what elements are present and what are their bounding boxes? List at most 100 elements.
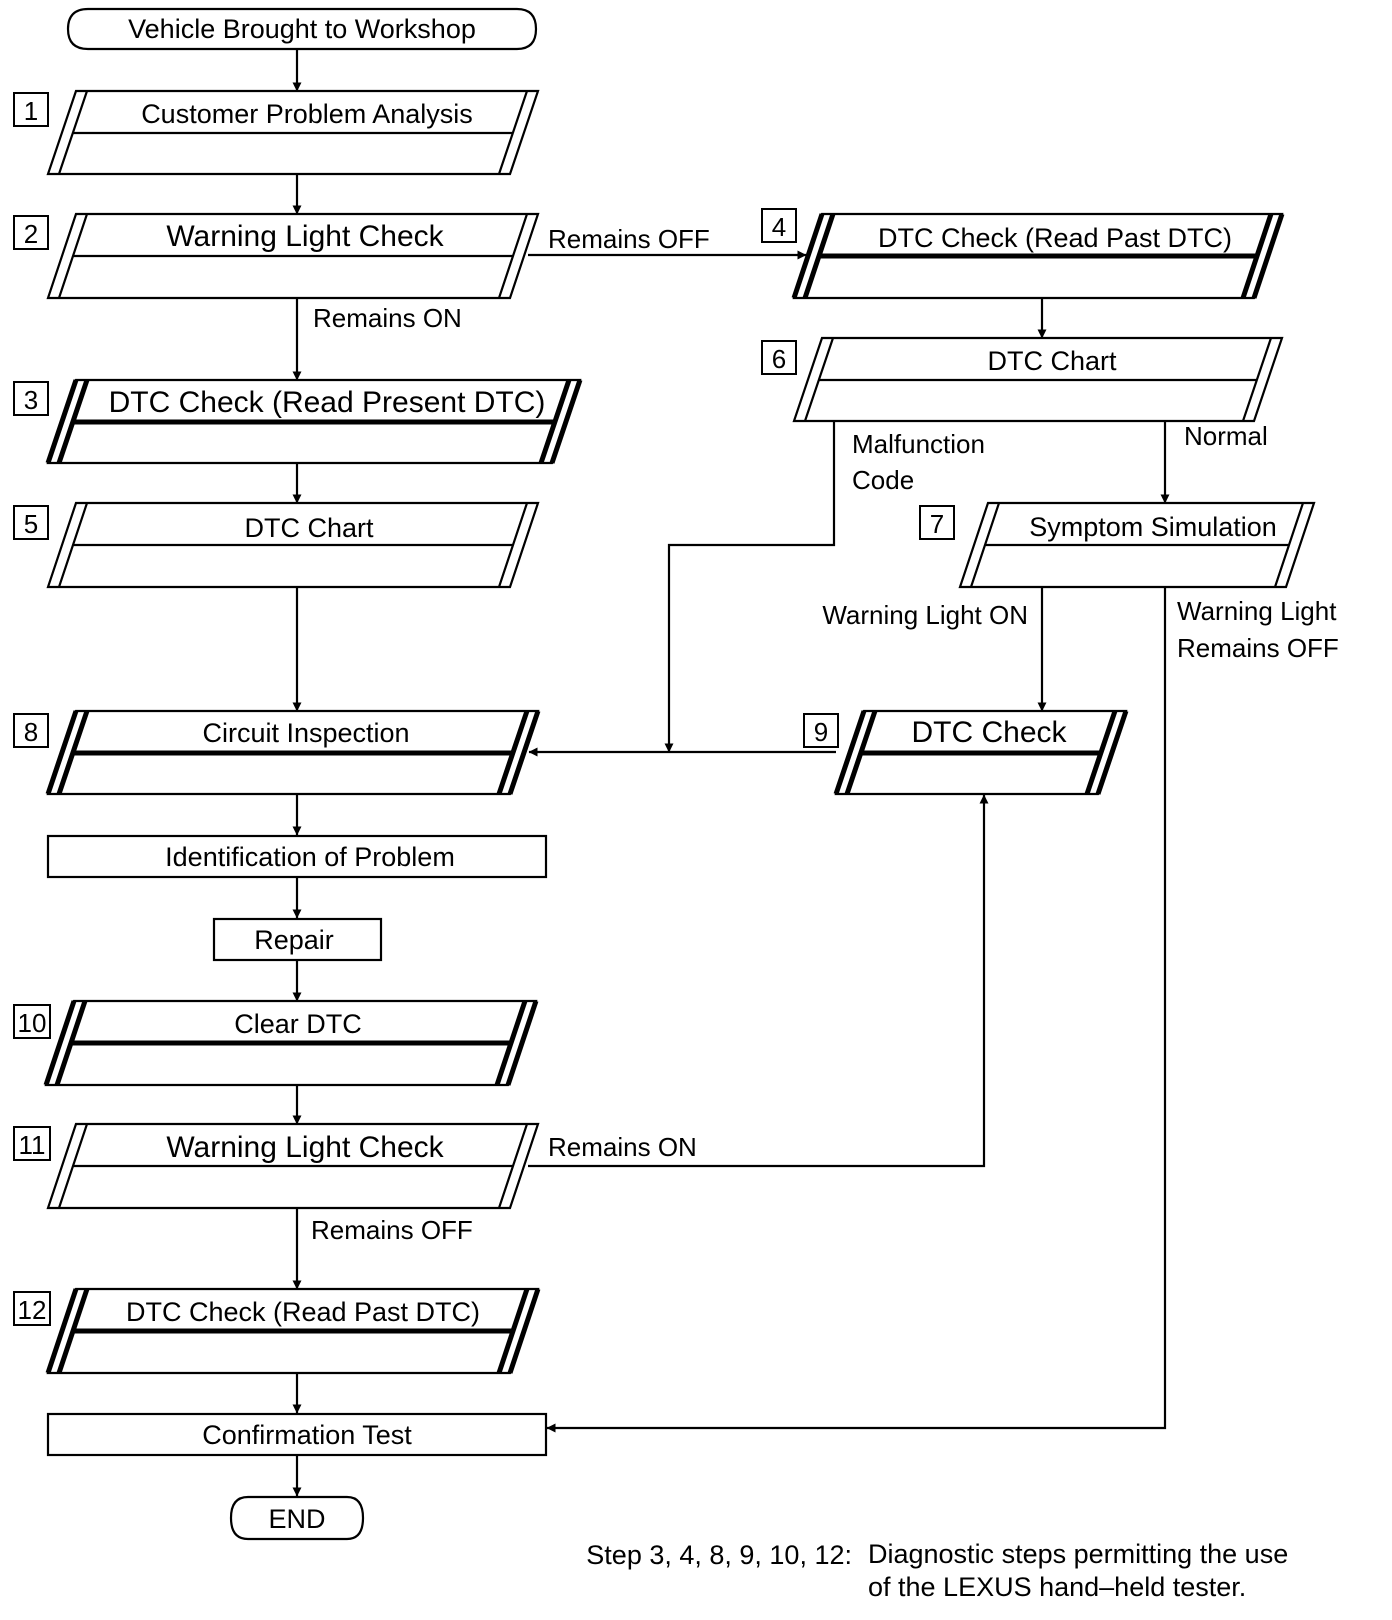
step-7-number-box (919, 505, 955, 540)
step-10-right-outer-edge (505, 1000, 539, 1086)
step-1-number: 1 (24, 96, 38, 126)
step-7: 7 Symptom Simulation (919, 501, 1316, 589)
step-8-left-outer-edge (45, 710, 79, 795)
step-3-label: DTC Check (Read Present DTC) (109, 386, 546, 419)
step-2: 2 Warning Light Check (13, 212, 540, 300)
start-terminal-shape (66, 7, 538, 51)
step-4-shape (791, 212, 1285, 300)
step-9-label: DTC Check (911, 716, 1067, 749)
step-1: 1 Customer Problem Analysis (13, 89, 540, 176)
identification-label: Identification of Problem (165, 842, 455, 872)
step-3-number-box (13, 381, 49, 416)
repair-box: Repair (212, 917, 383, 962)
step-4: 4 DTC Check (Read Past DTC) (761, 208, 1285, 300)
step-6: 6 DTC Chart (761, 336, 1284, 423)
end-label: END (268, 1504, 325, 1534)
step-10-shape (43, 999, 539, 1087)
step-2-number: 2 (24, 219, 38, 249)
step-12-shape (45, 1287, 541, 1375)
condition-remains-off-step11: Remains OFF (311, 1215, 473, 1245)
condition-warning-light-on: Warning Light ON (822, 600, 1028, 630)
start-label: Vehicle Brought to Workshop (128, 14, 476, 44)
footnote-line1: Diagnostic steps permitting the use (868, 1539, 1288, 1569)
step-5: 5 DTC Chart (13, 501, 540, 589)
step-7-label: Symptom Simulation (1029, 512, 1277, 542)
condition-warning-light-off-line2: Remains OFF (1177, 633, 1339, 663)
condition-remains-off-step2: Remains OFF (548, 224, 710, 254)
footnote-line2: of the LEXUS hand–held tester. (868, 1572, 1246, 1602)
arrow-step6-malfunction-to-step8 (664, 421, 836, 753)
condition-malfunction-line1: Malfunction (852, 429, 985, 459)
step-3-right-outer-edge (549, 379, 583, 464)
step-8-right-outer-edge (507, 710, 541, 795)
step-3-right-inner-edge (538, 379, 572, 464)
step-9-shape (833, 709, 1129, 796)
step-5-shape (46, 501, 540, 589)
step-11-shape (46, 1122, 540, 1210)
end-terminal-shape (229, 1495, 365, 1541)
step-6-shape (792, 336, 1284, 423)
step-1-shape (46, 89, 540, 176)
step-12: 12 DTC Check (Read Past DTC) (13, 1287, 541, 1375)
identification-box: Identification of Problem (46, 834, 548, 879)
step-3: 3 DTC Check (Read Present DTC) (13, 378, 583, 465)
step-4-number-box (761, 208, 797, 243)
step-2-label: Warning Light Check (166, 220, 444, 253)
condition-labels: Remains OFF Remains ON Malfunction Code … (311, 224, 1339, 1245)
connectors (292, 49, 1170, 1497)
step-7-number: 7 (930, 509, 944, 539)
end-terminal: END (229, 1495, 365, 1541)
step-10-number-box (13, 1004, 51, 1039)
step-12-number: 12 (18, 1295, 47, 1325)
step-11: 11 Warning Light Check (13, 1122, 540, 1210)
repair-box-shape (212, 917, 383, 962)
condition-remains-on-step2: Remains ON (313, 303, 462, 333)
step-10-left-outer-edge (43, 1000, 77, 1086)
step-12-left-outer-edge (45, 1288, 79, 1374)
step-12-right-outer-edge (507, 1288, 541, 1374)
step-10-label: Clear DTC (234, 1009, 362, 1039)
footnote-prefix: Step 3, 4, 8, 9, 10, 12: (586, 1540, 852, 1570)
confirmation-box: Confirmation Test (46, 1412, 548, 1457)
step-7-shape (958, 501, 1316, 589)
step-4-right-outer-edge (1251, 213, 1285, 299)
step-4-left-outer-edge (791, 213, 825, 299)
step-6-right-inner-edge (1241, 337, 1273, 422)
step-3-shape (45, 378, 583, 465)
step-12-label: DTC Check (Read Past DTC) (126, 1297, 480, 1327)
step-6-label: DTC Chart (987, 346, 1117, 376)
step-11-number: 11 (19, 1130, 46, 1160)
condition-malfunction-line2: Code (852, 465, 914, 495)
step-9-right-inner-edge (1084, 710, 1118, 795)
step-9-number-box (803, 713, 839, 748)
step-6-number: 6 (772, 344, 786, 374)
step-8-number-box (13, 713, 49, 748)
step-5-number-box (13, 505, 49, 540)
step-8-label: Circuit Inspection (202, 718, 409, 748)
step-11-label: Warning Light Check (166, 1131, 444, 1164)
step-2-number-box (13, 215, 49, 250)
step-5-label: DTC Chart (244, 513, 374, 543)
step-8-right-inner-edge (496, 710, 530, 795)
step-8-number: 8 (24, 717, 38, 747)
step-8: 8 Circuit Inspection (13, 709, 541, 796)
identification-box-shape (46, 834, 548, 879)
step-10-number: 10 (18, 1008, 47, 1038)
step-12-number-box (13, 1291, 51, 1326)
step-4-label: DTC Check (Read Past DTC) (878, 223, 1232, 253)
step-1-number-box (13, 92, 49, 127)
step-9-number: 9 (814, 717, 828, 747)
step-1-label: Customer Problem Analysis (141, 99, 473, 129)
step-9-left-outer-edge (833, 710, 867, 795)
step-4-number: 4 (772, 212, 786, 242)
step-11-number-box (13, 1126, 51, 1161)
footnote: Step 3, 4, 8, 9, 10, 12: Diagnostic step… (586, 1539, 1288, 1602)
condition-warning-light-off-line1: Warning Light (1177, 596, 1337, 626)
start-terminal: Vehicle Brought to Workshop (66, 7, 538, 51)
step-9-right-outer-edge (1095, 710, 1129, 795)
step-3-left-outer-edge (45, 379, 79, 464)
arrow-step7-to-confirmation (546, 587, 1167, 1433)
step-10: 10 Clear DTC (13, 999, 539, 1087)
step-2-shape (46, 212, 540, 300)
